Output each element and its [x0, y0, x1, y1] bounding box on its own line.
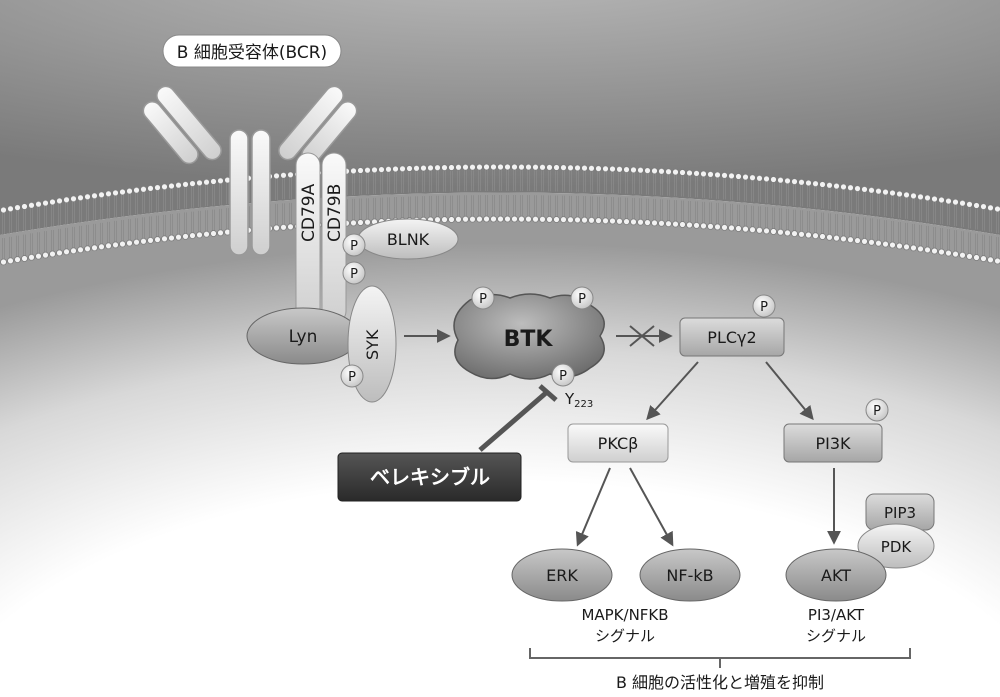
arrow-pkc-nfkb: [629, 467, 674, 547]
phospho-cd79-2: [342, 261, 366, 285]
phospho-plc: [752, 294, 776, 318]
pi3k-node: [783, 423, 883, 463]
phospho-syk-label: P: [348, 370, 356, 385]
btk-node: [453, 293, 605, 380]
inhibitor-line: [478, 390, 549, 452]
receptor-label-bubble: [162, 34, 342, 68]
y223-label: Y223: [564, 390, 593, 410]
pdk-node: [857, 523, 935, 569]
bcr-receptor: [142, 85, 358, 256]
akt-node: [785, 548, 887, 602]
pip3-label: PIP3: [884, 504, 916, 522]
nfkb-node: [639, 548, 741, 602]
arrow-plc-pkc: [646, 361, 699, 421]
phospho-plc-label: P: [760, 300, 768, 315]
arrow-pkc-erk: [575, 467, 611, 547]
erk-node: [511, 548, 613, 602]
pi3akt-caption-2: シグナル: [806, 627, 866, 645]
pi3k-label: PI3K: [815, 434, 851, 453]
phospho-cd79-1: [342, 233, 366, 257]
cd79b-label: CD79B: [325, 184, 345, 242]
nfkb-label: NF-kB: [666, 566, 713, 585]
phospho-markers: P P P: [340, 233, 366, 388]
outcome-label: B 細胞の活性化と増殖を抑制: [616, 673, 824, 692]
phospho-btk-y223: [551, 363, 575, 387]
akt-label: AKT: [821, 566, 851, 585]
pi3akt-caption-1: PI3/AKT: [808, 606, 865, 624]
phospho-btk-y223-label: P: [559, 369, 567, 384]
erk-label: ERK: [546, 566, 578, 585]
block-x-2: [629, 325, 655, 347]
drug-label: ベレキシブル: [370, 465, 490, 489]
phospho-syk: [340, 364, 364, 388]
blnk-label: BLNK: [387, 230, 430, 249]
phospho-btk-2-label: P: [578, 292, 586, 307]
phospho-pi3k-label: P: [873, 404, 881, 419]
btk-label: BTK: [504, 327, 554, 352]
arrow-plc-pi3k: [765, 361, 814, 421]
outcome-bracket: [529, 648, 911, 668]
phospho-btk-1: [471, 286, 495, 310]
mapk-caption-2: シグナル: [595, 627, 655, 645]
drug-box: [337, 452, 522, 502]
phospho-btk-1-label: P: [479, 292, 487, 307]
pkc-node: [567, 423, 669, 463]
syk-label: SYK: [363, 329, 382, 360]
phospho-cd79-2-label: P: [350, 267, 358, 282]
phospho-cd79-1-label: P: [350, 239, 358, 254]
cd79a-label: CD79A: [299, 183, 319, 242]
plc-node: [679, 317, 785, 357]
pdk-label: PDK: [881, 538, 913, 556]
lyn-label: Lyn: [289, 327, 318, 347]
phospho-pi3k: [865, 398, 889, 422]
inhibitor-cap: [538, 384, 558, 402]
receptor-label: B 細胞受容体(BCR): [177, 43, 327, 63]
phospho-btk-2: [570, 286, 594, 310]
mapk-caption-1: MAPK/NFKB: [581, 606, 668, 624]
pkc-label: PKCβ: [598, 434, 639, 453]
plc-label: PLCγ2: [707, 328, 756, 347]
